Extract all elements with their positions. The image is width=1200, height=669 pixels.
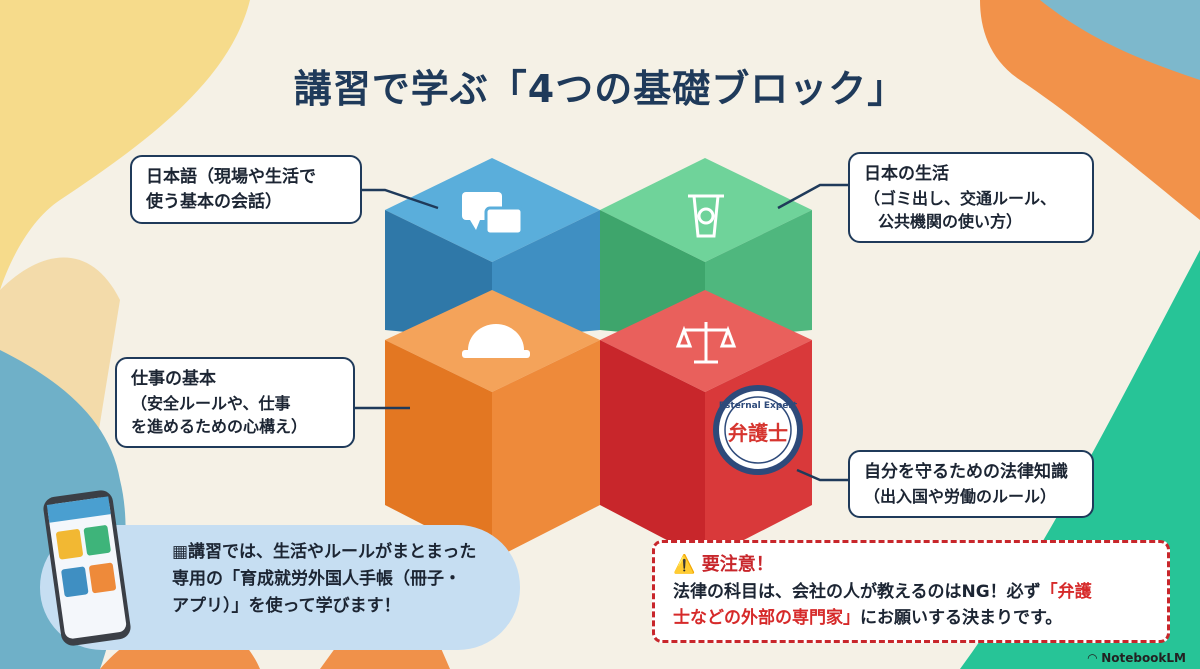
warning-text: 法律の科目は、会社の人が教えるのはNG！必ず「弁護士などの外部の専門家」にお願い…	[673, 579, 1149, 632]
callout-title: 日本語（現場や生活で	[146, 167, 316, 187]
callout-desc: （ゴミ出し、交通ルール、	[864, 188, 1057, 208]
notebooklm-logo-icon: ◠	[1087, 651, 1102, 665]
callout-desc: を進めるための心構え）	[131, 416, 308, 436]
chat-bubbles-icon	[462, 192, 524, 236]
note-line: アプリ）」を使って学びます！	[172, 596, 401, 617]
callout-japanese: 日本語（現場や生活で 使う基本の会話）	[130, 155, 362, 225]
stamp-text: 弁護士	[728, 421, 788, 445]
callout-title: 仕事の基本	[131, 369, 216, 389]
warning-highlight: 「弁護	[1040, 581, 1092, 602]
callout-title: 日本の生活	[864, 164, 949, 184]
callout-life: 日本の生活 （ゴミ出し、交通ルール、 公共機関の使い方）	[848, 152, 1094, 244]
smartphone-app-icon	[43, 490, 131, 646]
expert-stamp: 弁護士 Esternal Expert	[713, 385, 803, 475]
callout-desc: 公共機関の使い方）	[878, 211, 1023, 231]
notebooklm-watermark: ◠ NotebookLM	[1088, 651, 1186, 665]
callout-desc: （出入国や労働のルール）	[864, 486, 1057, 506]
warning-heading: ⚠️ 要注意！	[673, 551, 1149, 579]
warning-text-part: にお願いする決まりです。	[860, 608, 1063, 629]
callout-desc: （安全ルールや、仕事	[131, 393, 291, 413]
scales-icon	[675, 322, 737, 364]
warning-icon: ⚠️	[673, 554, 696, 575]
connector-lines	[353, 183, 848, 482]
callout-title: 自分を守るための法律知識	[864, 462, 1068, 482]
note-line: 専用の「育成就労外国人手帳（冊子・	[172, 569, 461, 590]
page-title: 講習で学ぶ「4つの基礎ブロック」	[293, 67, 907, 111]
warning-text-part: 法律の科目は、会社の人が教えるのはNG！必ず	[673, 581, 1041, 602]
callout-work: 仕事の基本 （安全ルールや、仕事 を進めるための心構え）	[115, 357, 355, 449]
brand-name: NotebookLM	[1101, 651, 1186, 665]
callout-law: 自分を守るための法律知識 （出入国や労働のルール）	[848, 450, 1094, 518]
callout-desc: 使う基本の会話）	[146, 191, 282, 212]
warning-highlight: 士などの外部の専門家」	[673, 608, 860, 629]
recycle-bin-icon	[688, 194, 724, 238]
warning-title: 要注意！	[701, 554, 774, 575]
stamp-ring-text: Esternal Expert	[719, 401, 798, 411]
hard-hat-icon	[462, 324, 530, 358]
warning-box: ⚠️ 要注意！ 法律の科目は、会社の人が教えるのはNG！必ず「弁護士などの外部の…	[652, 540, 1170, 643]
note-line: ▦講習では、生活やルールがまとまった	[172, 542, 477, 562]
